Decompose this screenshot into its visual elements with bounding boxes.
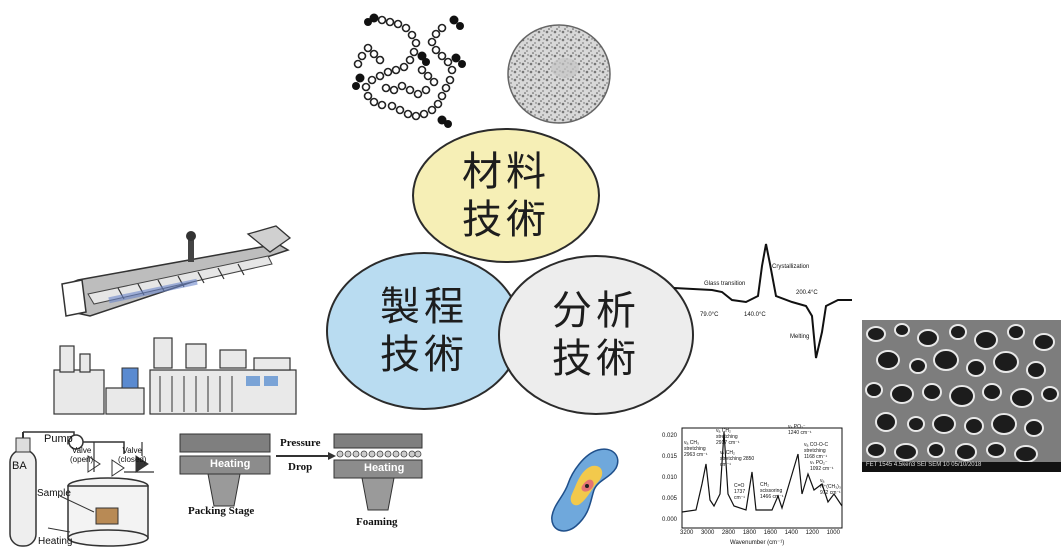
ftir-spectrum-chart [681, 427, 843, 529]
temp-1-label: 79.0°C [700, 312, 719, 318]
ftir-annotation-5: CH₂ scissoring 1466 cm⁻¹ [760, 482, 784, 500]
ftir-annotation-8: νₛ PO₂⁻ 1092 cm⁻¹ [810, 460, 834, 472]
dsc-curve-chart [673, 243, 852, 359]
temp-3-label: 200.4°C [796, 290, 818, 296]
temp-2-label: 140.0°C [744, 312, 766, 318]
heating-right-label: Heating [364, 462, 405, 474]
sem-caption: FET 1545 4.5ken3 SEI SEM 10 05/10/2018 [866, 462, 982, 468]
melting-label: Melting [790, 334, 810, 340]
ftir-x-axis-label: Wavenumber (cm⁻¹) [730, 540, 785, 546]
drop-label: Drop [288, 461, 313, 473]
ba-tank-label: BA [12, 460, 27, 472]
polymer-chain-illustration [352, 13, 466, 128]
ftir-annotation-2: νₐ CH₃ stretching 2963 cm⁻¹ [684, 440, 708, 458]
heating-label: Heating [38, 536, 73, 547]
batch-foaming-apparatus [9, 431, 154, 547]
pressure-label: Pressure [280, 437, 321, 449]
stress-simulation-shape [551, 448, 619, 532]
extruder-screw-illustration [61, 225, 292, 317]
ftir-annotation-9: νₐ N⁺(CH₃)₃ 972 cm⁻¹ [820, 478, 841, 496]
process-technology-label: 製程 技術 [380, 284, 468, 378]
ftir-annotation-3: νₛ CH₂ stretching 2850 cm⁻¹ [720, 450, 755, 468]
extrusion-line-machinery [53, 337, 297, 415]
material-technology-label: 材料 技術 [462, 148, 550, 243]
heating-left-label: Heating [210, 458, 251, 470]
valve-open-label: Valve(open) [70, 446, 94, 464]
analysis-technology-circle: 分析 技術 [498, 255, 694, 415]
valve-closed-label: Valve(closed) [118, 446, 147, 464]
crystallization-label: Crystallization [772, 264, 810, 270]
ftir-annotation-1: νₐ CH₂ stretching 2917 cm⁻¹ [716, 428, 740, 446]
ftir-annotation-7: νₐ CO-O-C stretching 1168 cm⁻¹ [804, 442, 829, 460]
process-technology-circle: 製程 技術 [326, 252, 522, 410]
foaming-label: Foaming [356, 516, 398, 528]
packing-foaming-process-diagram [179, 433, 423, 511]
material-technology-circle: 材料 技術 [412, 128, 600, 263]
glass-transition-label: Glass transition [704, 281, 746, 287]
foam-bead-image [507, 24, 611, 124]
packing-stage-label: Packing Stage [188, 505, 255, 517]
ftir-annotation-6: νₐ PO₂⁻ 1240 cm⁻¹ [788, 424, 812, 436]
sem-micrograph: FET 1545 4.5ken3 SEI SEM 10 05/10/2018 [862, 320, 1061, 472]
ftir-annotation-4: C=O 1737 cm⁻¹ [734, 483, 746, 501]
sample-label: Sample [37, 488, 71, 499]
pump-label: Pump [44, 433, 73, 445]
analysis-technology-label: 分析 技術 [552, 288, 640, 382]
